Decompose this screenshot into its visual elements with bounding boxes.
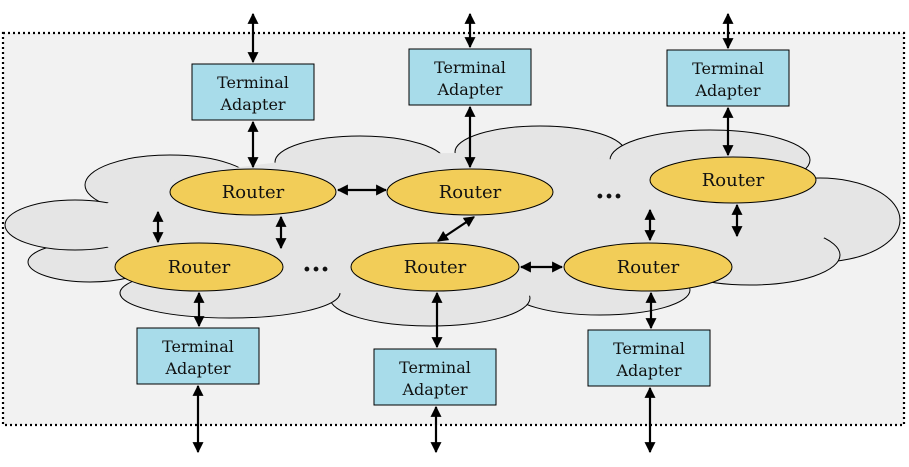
router-bottom-2: Router	[350, 242, 520, 292]
router-label: Router	[617, 257, 680, 278]
terminal-adapter-top-3: Terminal Adapter	[666, 49, 790, 107]
terminal-adapter-line1: Terminal	[217, 73, 289, 92]
terminal-adapter-line2: Adapter	[164, 359, 230, 378]
terminal-adapter-line2: Adapter	[436, 80, 502, 99]
router-bottom-3: Router	[563, 242, 733, 292]
router-label: Router	[404, 257, 467, 278]
terminal-adapter-bottom-2: Terminal Adapter	[373, 348, 497, 406]
terminal-adapter-line1: Terminal	[399, 358, 471, 377]
terminal-adapter-line1: Terminal	[162, 337, 234, 356]
terminal-adapter-bottom-1: Terminal Adapter	[136, 327, 260, 385]
terminal-adapter-top-1: Terminal Adapter	[191, 63, 315, 121]
terminal-adapter-line1: Terminal	[434, 58, 506, 77]
router-bottom-1: Router	[114, 242, 284, 292]
terminal-adapter-line2: Adapter	[401, 380, 467, 399]
terminal-adapter-line2: Adapter	[694, 81, 760, 100]
terminal-adapter-line1: Terminal	[613, 339, 685, 358]
terminal-adapter-line1: Terminal	[692, 59, 764, 78]
router-label: Router	[168, 257, 231, 278]
connectors	[152, 12, 743, 454]
router-link-arrow	[437, 216, 475, 242]
terminal-adapter-line2: Adapter	[219, 95, 285, 114]
terminal-adapter-top-2: Terminal Adapter	[408, 48, 532, 106]
router-label: Router	[222, 182, 285, 203]
ellipsis-bottom: ...	[302, 248, 329, 278]
router-top-3: Router	[649, 156, 817, 204]
router-top-2: Router	[386, 168, 554, 216]
terminal-adapter-bottom-3: Terminal Adapter	[587, 329, 711, 387]
router-top-1: Router	[169, 168, 337, 216]
router-label: Router	[439, 182, 502, 203]
terminal-adapter-line2: Adapter	[615, 361, 681, 380]
router-label: Router	[702, 170, 765, 191]
ellipsis-top: ...	[595, 175, 622, 205]
